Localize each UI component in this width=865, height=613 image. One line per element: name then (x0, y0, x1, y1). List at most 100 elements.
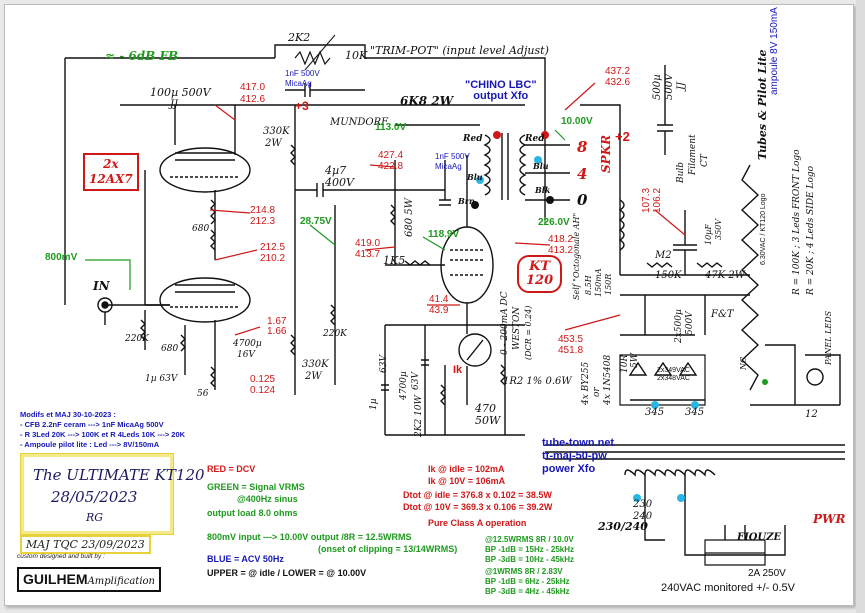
legend-io-2: (onset of clipping = 13/14WRMS) (318, 544, 458, 554)
bin-idle: 453.5 (558, 334, 584, 345)
mundorf-label: MUNDORF (330, 117, 389, 128)
cap-ft: F&T (711, 309, 734, 320)
legend-blue: BLUE = ACV 50Hz (207, 554, 284, 564)
r-2k2: 2K2 10W (414, 395, 424, 437)
screen-resistor: 6K8 2W (400, 94, 454, 108)
lead-blu-1: Blu (467, 172, 483, 182)
choke-h: 8.5H (584, 275, 593, 295)
logo-box: GUILHEMAmplification (17, 567, 161, 592)
fuse-value: 2A 250V (748, 568, 786, 579)
k1-idle: 214.8 (250, 205, 276, 216)
logo-main: GUILHEM (23, 571, 88, 587)
meter-range: 0 - 200mA DC (500, 291, 510, 355)
g2-10v: 422.8 (378, 161, 404, 172)
r-470: 470 (475, 402, 496, 415)
lead-markers (471, 131, 768, 502)
ac-in-idle: 2x349VAC (657, 367, 690, 374)
mica-cap-type: MicaAg (285, 79, 312, 88)
screen-cap-type: MicaAg (435, 162, 462, 171)
cap500-value: 500µ (652, 74, 663, 100)
r-47k: 47K 2W (705, 270, 746, 281)
spkr-label: SPKR (599, 134, 613, 173)
schematic-wiring (64, 34, 845, 566)
title-line-2: 28/05/2023 (51, 488, 138, 506)
bw-1w-title: @1WRMS 8R / 2.83V (485, 567, 563, 576)
choke-r: 150R (604, 273, 613, 295)
mods-item-3: - Ampoule pilot lite : Led ---> 8V/150mA (20, 440, 160, 449)
stage1-plus3: +3 (295, 99, 309, 113)
bin-10v: 451.8 (558, 345, 584, 356)
bminus-ac: 226.0V (538, 217, 570, 228)
bulb-label: Bulb (676, 161, 686, 183)
filament-v-10v: 106.2 (652, 187, 663, 213)
title-box: The ULTIMATE KT120 28/05/2023 RG (20, 453, 205, 535)
kt-cap-k: 4700µ (399, 371, 409, 400)
choke-ma: 150mA (594, 268, 603, 297)
tap-4: 4 (577, 165, 588, 183)
r-56: 56 (197, 389, 209, 399)
pilot-panel: PANEL LEDS (824, 310, 833, 365)
r-470-w: 50W (475, 414, 501, 427)
meter-brand: WESTON (512, 306, 522, 350)
r330k-b-w: 2W (305, 371, 322, 382)
r330k-b: 330K (302, 359, 329, 370)
ac-in-10v: 2x348VAC (657, 375, 690, 382)
bw-12w: @12.5WRMS 8R / 10.0V BP -1dB = 15Hz - 25… (485, 535, 574, 565)
mains-240: 240 (633, 511, 653, 522)
class-a: Pure Class A operation (428, 518, 527, 528)
cap500-brand: JJ (676, 81, 687, 90)
mains-label: 230/240 (598, 520, 648, 533)
stage1-tube-box: 2x 12AX7 (83, 153, 139, 191)
ik-idle: Ik @ idle = 102mA (428, 464, 505, 474)
logo-sub: Amplification (87, 576, 155, 587)
power-xfo-title: tube-town.net tt-maj-50-pw power Xfo (542, 437, 614, 476)
k2-10v: 210.2 (260, 253, 286, 264)
r220k-b: 220K (323, 329, 347, 339)
bw-12w-1db: BP -1dB = 15Hz - 25kHz (485, 545, 574, 554)
pin-345-a: 345 (645, 407, 665, 418)
pilot-12: 12 (805, 409, 818, 420)
mods-item-1: - CFB 2.2nF ceram ---> 1nF MicaAg 500V (20, 420, 164, 429)
filament-cap-v: 350V (714, 218, 723, 240)
cap-1u: 1µ 63V (145, 374, 178, 384)
tube-count: 2x (103, 157, 119, 171)
k2-idle: 212.5 (260, 242, 286, 253)
bw-12w-3db: BP -3dB = 10Hz - 45kHz (485, 555, 574, 564)
output-ac: 10.00V (561, 116, 593, 127)
dtot-10v: Dtot @ 10V = 369.3 x 0.106 = 39.2W (403, 502, 553, 512)
r-1r2: 1R2 1% 0.6W (503, 376, 572, 387)
kt120-680-r: 680 5W (404, 198, 415, 237)
tube-type: 12AX7 (89, 172, 133, 186)
stage1-330k: 330K (263, 126, 290, 137)
r-10r: 10R (620, 354, 630, 373)
window-scrollbar[interactable] (856, 0, 865, 613)
stage1-plate-volts-idle: 417.0 (240, 82, 266, 93)
legend-load: output load 8.0 ohms (207, 508, 298, 518)
legend-upper: UPPER = @ idle / LOWER = @ 10.00V (207, 568, 367, 578)
title-signature: RG (86, 511, 104, 524)
plate-idle: 418.2 (548, 234, 574, 245)
power-xfo-brand: tube-town.net (542, 437, 615, 449)
k-10v: 43.9 (429, 305, 449, 316)
g1-idle: 419.0 (355, 238, 381, 249)
grid-ac: 28.75V (300, 216, 332, 227)
legend-red: RED = DCV (207, 464, 256, 474)
coupling-cap-value: 4µ7 (325, 164, 347, 177)
lead-blu-2: Blu (533, 161, 549, 171)
bw-1w: @1WRMS 8R / 2.83V BP -1dB = 6Hz - 25kHz … (485, 567, 570, 597)
power-tube-badge: KT 120 (517, 255, 563, 293)
kt-cap-1u-v: 63V (379, 355, 389, 373)
stage1-cap-brand: JJ (170, 99, 179, 110)
pwr-label[interactable]: PWR (813, 512, 846, 526)
bw-12w-title: @12.5WRMS 8R / 10.0V (485, 535, 574, 544)
mods-item-2: - R 3Led 20K ---> 100K et R 4Leds 10K --… (20, 430, 186, 439)
stage1-680-b: 680 (161, 344, 179, 354)
feedback-r-top: 2K2 (288, 31, 311, 44)
mains-230: 230 (633, 499, 653, 510)
mains-monitor: 240VAC monitored +/- 0.5V (661, 582, 796, 594)
legend-io: 800mV input ---> 10.00V output /8R = 12.… (207, 532, 412, 542)
lead-red-1: Red (463, 134, 483, 144)
screen-cap-value: 1nF 500V (435, 152, 470, 161)
input-label[interactable]: IN (93, 279, 110, 293)
stage1-plate-volts-10v: 412.6 (240, 94, 266, 105)
